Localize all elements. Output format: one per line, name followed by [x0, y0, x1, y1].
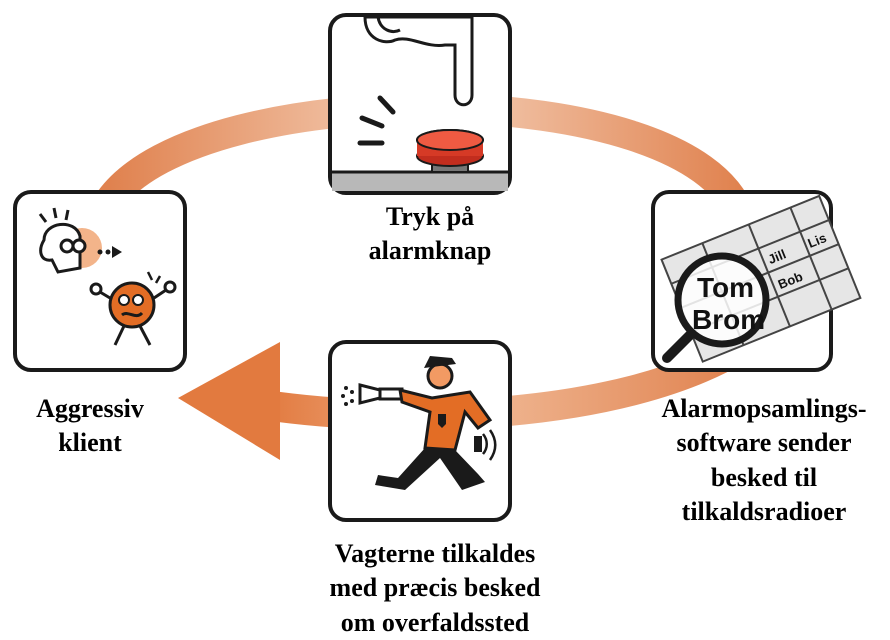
step-label-line: Alarmopsamlings-	[661, 394, 867, 423]
alarm-button-icon	[332, 15, 508, 191]
step-label-aggressive-client: Aggressiv klient	[0, 392, 180, 461]
aggressive-client-panel	[13, 190, 187, 372]
step-label-line: med præcis besked	[329, 573, 541, 603]
software-panel: Jill Lis Bob Tom Brom	[651, 190, 862, 372]
alarm-button-panel	[328, 13, 512, 195]
step-label-line: software sender	[676, 428, 852, 458]
roster-name-brom: Brom	[692, 304, 765, 335]
step-label-line: klient	[58, 428, 122, 458]
step-label-line: tilkaldsradioer	[681, 496, 847, 526]
step-label-line: Tryk på	[385, 202, 475, 231]
guard-panel	[328, 340, 512, 522]
step-label-guards: Vagterne tilkaldes med præcis besked om …	[285, 537, 585, 640]
step-label-line: Vagterne tilkaldes	[334, 539, 536, 568]
roster-name-lis: Lis	[806, 230, 829, 251]
aggressive-client-icon	[38, 207, 177, 346]
step-label-line: om overfaldssted	[340, 607, 530, 637]
step-label-line: Aggressiv	[36, 394, 144, 423]
roster-name-jill: Jill	[766, 246, 788, 267]
step-label-line: alarmknap	[368, 236, 492, 266]
step-label-line: besked til	[710, 462, 818, 492]
step-label-alarm: Tryk på alarmknap	[330, 200, 530, 269]
step-label-software: Alarmopsamlings- software sender besked …	[638, 392, 890, 529]
roster-name-tom: Tom	[697, 272, 754, 303]
roster-magnifier-icon: Jill Lis Bob Tom Brom	[660, 194, 862, 363]
running-guard-icon	[341, 356, 497, 490]
